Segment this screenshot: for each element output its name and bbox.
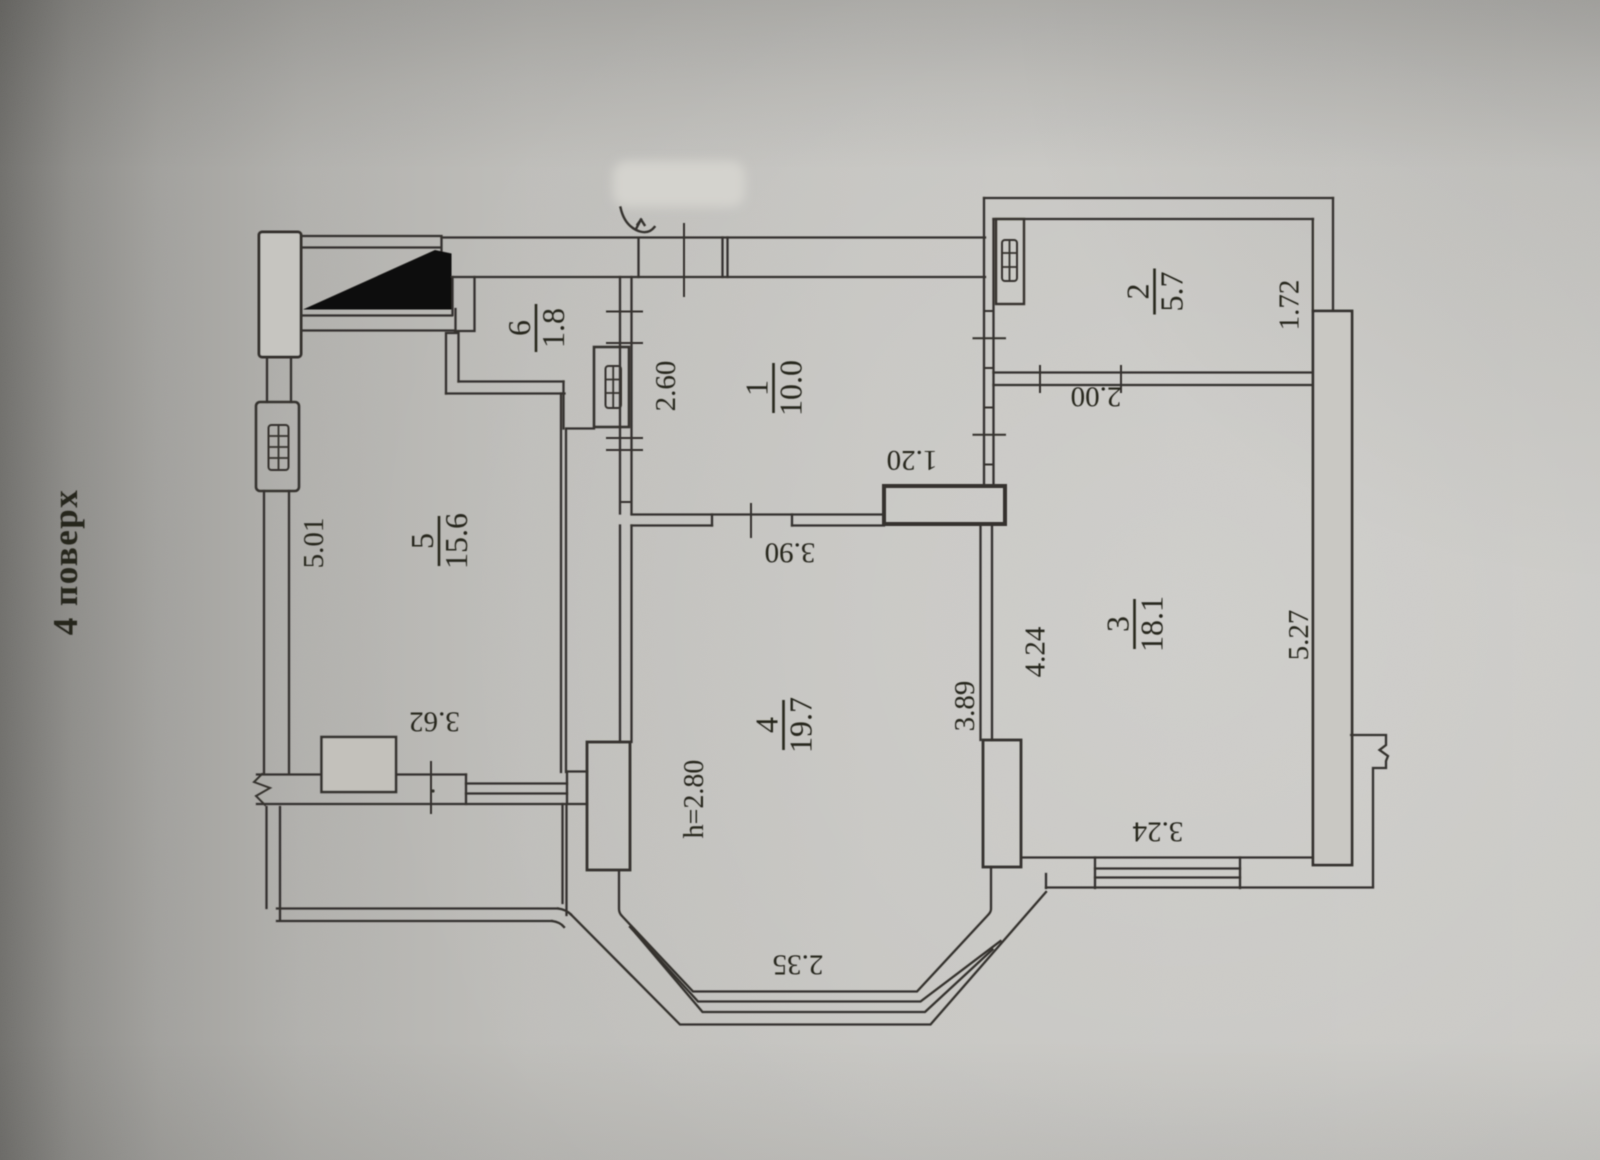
svg-text:4: 4 [749, 717, 785, 733]
svg-text:5.27: 5.27 [1283, 610, 1315, 661]
svg-text:1.8: 1.8 [535, 308, 571, 348]
svg-text:4 поверх: 4 поверх [46, 489, 85, 635]
svg-text:3.24: 3.24 [1132, 816, 1183, 848]
svg-text:2.00: 2.00 [1071, 381, 1122, 413]
svg-text:10.0: 10.0 [773, 360, 809, 416]
svg-text:5: 5 [404, 533, 440, 549]
svg-text:h=2.80: h=2.80 [679, 760, 710, 839]
svg-text:1.20: 1.20 [887, 444, 938, 476]
svg-text:3.62: 3.62 [409, 706, 460, 738]
svg-text:5.7: 5.7 [1154, 272, 1190, 312]
svg-text:18.1: 18.1 [1134, 596, 1170, 652]
svg-text:1.72: 1.72 [1274, 280, 1306, 331]
svg-text:2.35: 2.35 [773, 949, 824, 981]
svg-text:5.01: 5.01 [298, 518, 330, 569]
svg-text:3.90: 3.90 [765, 537, 816, 569]
svg-text:1: 1 [739, 380, 775, 396]
svg-text:3.89: 3.89 [949, 681, 981, 732]
svg-text:19.7: 19.7 [783, 697, 819, 753]
svg-text:15.6: 15.6 [438, 513, 474, 569]
svg-text:3: 3 [1100, 616, 1136, 632]
svg-text:4.24: 4.24 [1020, 626, 1052, 677]
svg-text:2.60: 2.60 [650, 361, 682, 412]
svg-text:2: 2 [1120, 284, 1156, 300]
svg-text:6: 6 [501, 320, 537, 336]
